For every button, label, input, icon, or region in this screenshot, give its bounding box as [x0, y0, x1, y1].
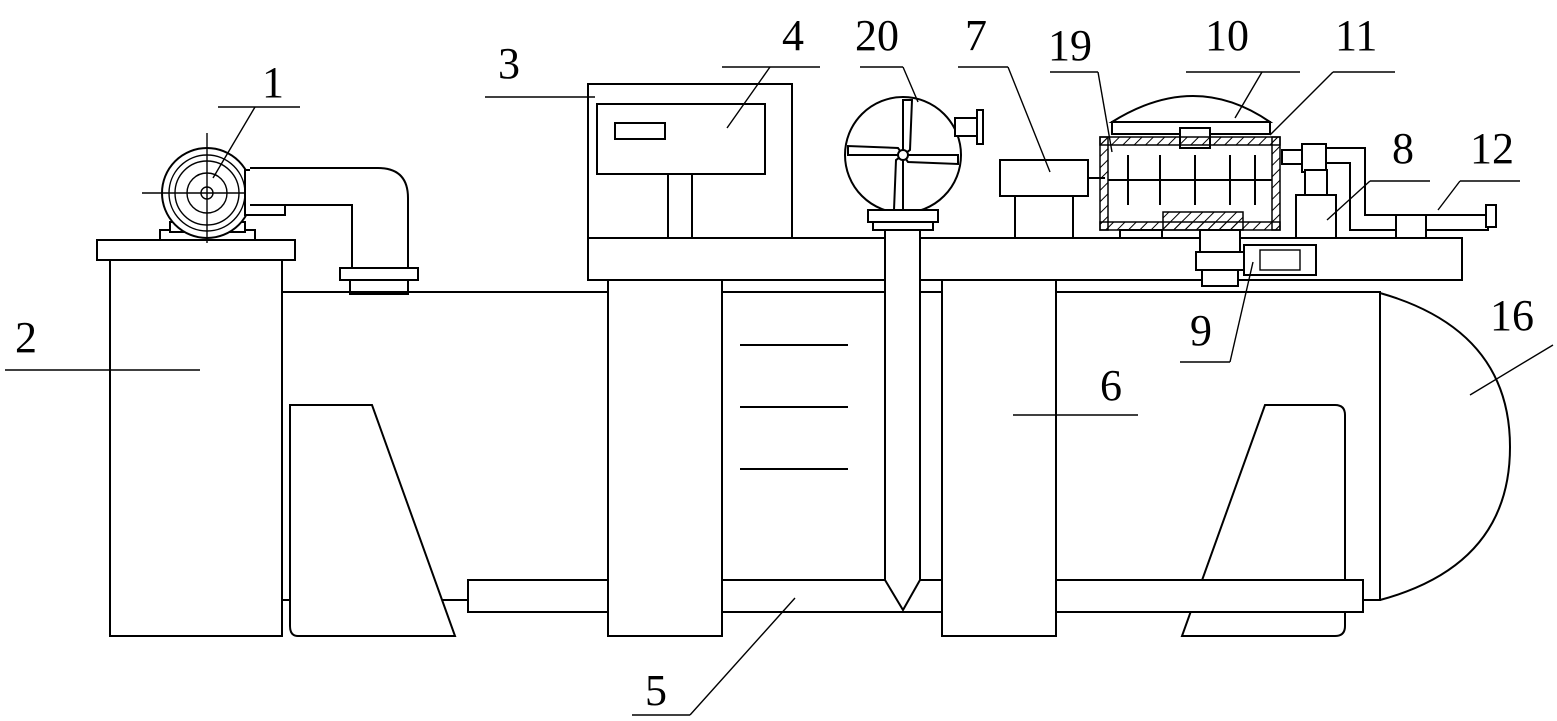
label-16: 16 [1490, 291, 1534, 340]
component-11-mixer-housing [1099, 95, 1327, 239]
label-6: 6 [1100, 361, 1122, 410]
label-10: 10 [1205, 11, 1249, 60]
label-19: 19 [1048, 21, 1092, 70]
component-9-valve [1195, 229, 1317, 287]
leader-lines [5, 66, 1554, 716]
component-1-motor [142, 133, 419, 295]
label-2: 2 [15, 313, 37, 362]
label-5: 5 [645, 666, 667, 715]
component-6-tank [281, 291, 1512, 637]
label-9: 9 [1190, 306, 1212, 355]
label-12: 12 [1470, 124, 1514, 173]
label-1: 1 [262, 58, 284, 107]
component-20-fan [844, 96, 984, 612]
label-7: 7 [965, 11, 987, 60]
component-7-box [999, 159, 1105, 239]
component-8-drive [1295, 147, 1497, 239]
label-4: 4 [782, 11, 804, 60]
top-platform [587, 237, 1463, 637]
label-8: 8 [1392, 124, 1414, 173]
component-3-cabinet [587, 83, 793, 239]
label-20: 20 [855, 11, 899, 60]
label-11: 11 [1335, 11, 1377, 60]
component-2-column [96, 239, 296, 637]
label-3: 3 [498, 39, 520, 88]
